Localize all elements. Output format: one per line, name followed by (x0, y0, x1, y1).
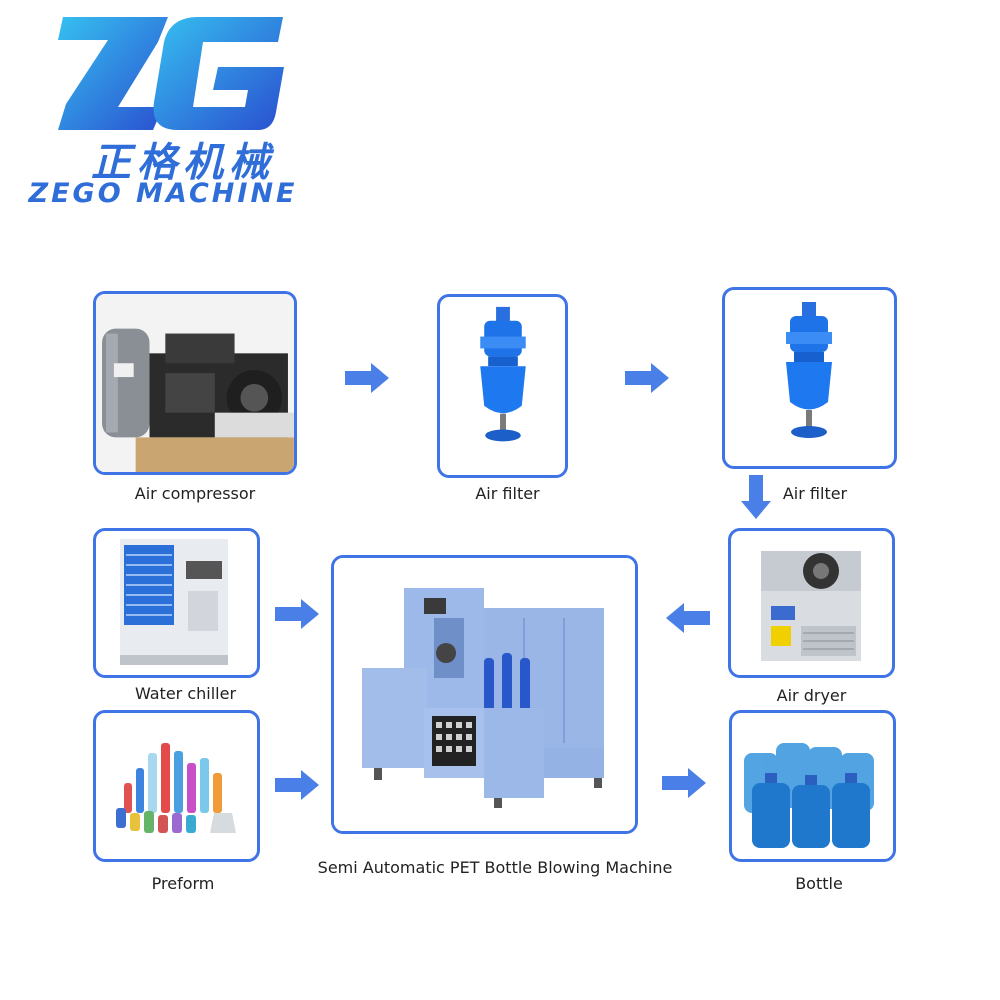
logo-chinese-text: 正格机械 (91, 140, 275, 186)
bottle-image-icon (744, 743, 874, 848)
air-dryer-node (728, 528, 895, 678)
blowing-machine-node (331, 555, 638, 834)
air-filter-image-icon (480, 306, 526, 442)
air-compressor-image-icon (96, 294, 294, 472)
water-chiller-image-icon (120, 539, 228, 665)
arrow-right-icon (625, 363, 669, 393)
arrow-right-icon (662, 768, 706, 798)
preform-label: Preform (151, 874, 215, 893)
zg-logo-mark-icon (58, 17, 284, 130)
air-filter-1-label: Air filter (475, 484, 540, 503)
air-filter-image-icon (786, 302, 832, 438)
arrow-left-icon (666, 603, 710, 633)
arrow-right-icon (345, 363, 389, 393)
water-chiller-label: Water chiller (134, 684, 237, 703)
bottle-label: Bottle (795, 874, 843, 893)
arrow-right-icon (275, 770, 319, 800)
arrow-down-icon (741, 475, 771, 519)
preform-image-icon (116, 743, 236, 833)
preform-node (93, 710, 260, 862)
air-dryer-image-icon (761, 551, 861, 661)
air-compressor-label: Air compressor (134, 484, 256, 503)
logo-english-text: ZEGO MACHINE (28, 178, 298, 209)
blowing-machine-image-icon (334, 558, 635, 831)
water-chiller-node (93, 528, 260, 678)
air-dryer-label: Air dryer (776, 686, 847, 705)
air-compressor-node (93, 291, 297, 475)
air-filter-node (722, 287, 897, 469)
air-filter-node (437, 294, 568, 478)
air-filter-2-label: Air filter (782, 484, 848, 503)
arrow-right-icon (275, 599, 319, 629)
blowing-machine-label: Semi Automatic PET Bottle Blowing Machin… (317, 858, 673, 877)
zego-logo: 正格机械 ZEGO MACHINE (18, 12, 308, 212)
bottle-node (729, 710, 896, 862)
